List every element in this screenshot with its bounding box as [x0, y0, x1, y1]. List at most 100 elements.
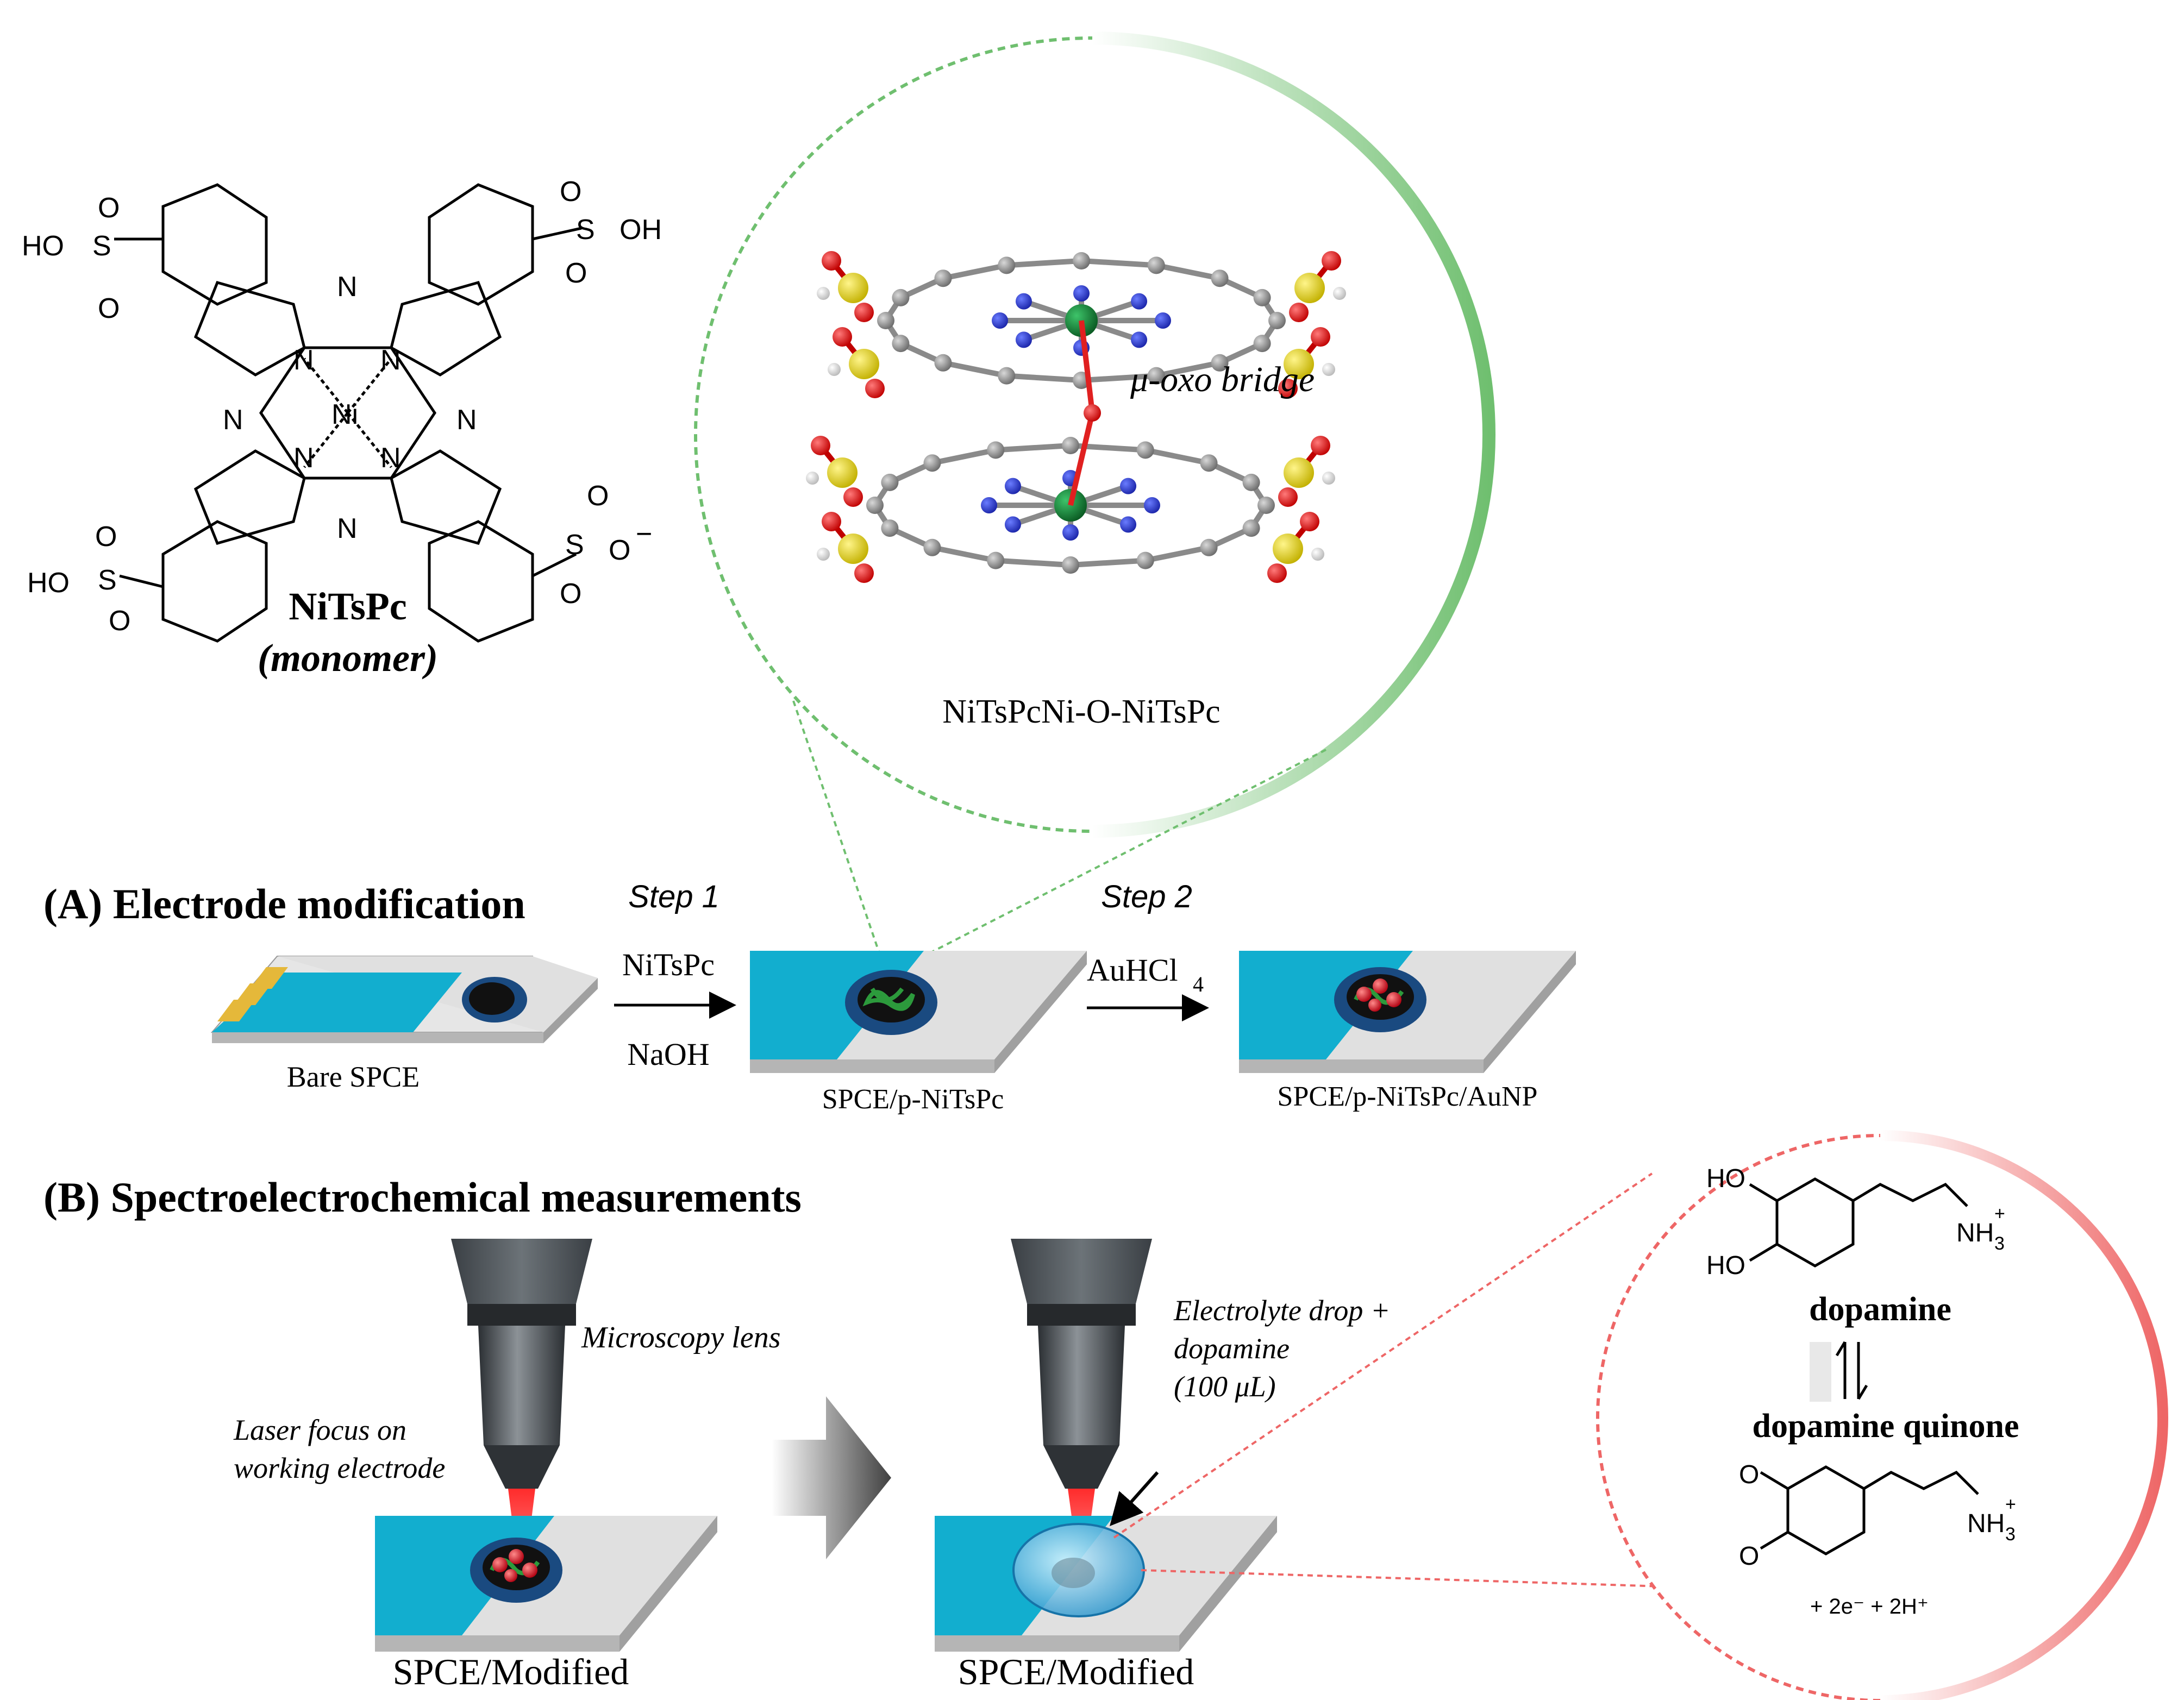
dopamine-ho-2: HO [1706, 1251, 1745, 1280]
spce-p-nitspc-electrode [750, 951, 1087, 1073]
lower-layer-oxygen-atom [1300, 512, 1319, 531]
lower-layer-oxygen-atom [1311, 436, 1330, 455]
mu-oxo-bond-upper [1079, 320, 1095, 413]
upper-layer-oxygen-atom [1289, 303, 1309, 322]
zoom-line-red-lower [1141, 1569, 1663, 1588]
dopamine-nh3: NH [1956, 1219, 1994, 1247]
upper-layer-carbon-atom [1147, 367, 1165, 385]
upper-layer-oxygen-atom [1322, 251, 1341, 271]
monomer-ni-center: Ni [331, 399, 358, 430]
dopamine-quinone-label: dopamine quinone [1752, 1408, 2019, 1445]
upper-layer-carbon-atom [998, 367, 1016, 385]
lower-layer-oxygen-atom [822, 512, 841, 531]
upper-layer-nitrogen-atom [1131, 293, 1148, 310]
upper-layer-sulfur-atom [838, 273, 868, 303]
lower-layer-oxygen-atom [1278, 487, 1298, 507]
monomer-n-2: N [293, 344, 314, 376]
isoindole-top-left [193, 280, 306, 377]
electrolyte-drop-label-line1: Electrolyte drop + [1173, 1294, 1390, 1327]
upper-layer-carbon-atom [1147, 256, 1165, 274]
lower-layer-nitrogen-atom [1062, 524, 1079, 541]
monomer-o-top-right-b: O [565, 258, 587, 289]
dopamine-structure [1749, 1177, 1968, 1268]
monomer-n-7: N [380, 442, 401, 474]
upper-layer-carbon-bond [1081, 258, 1157, 268]
upper-layer-carbon-atom [1253, 288, 1271, 306]
monomer-o-bottom-right-c: O [609, 535, 630, 566]
upper-layer-carbon-atom [1073, 252, 1090, 269]
dimer-inset [694, 32, 1495, 838]
monomer-o-bottom-left-a: O [95, 521, 117, 553]
upper-layer-nitrogen-atom [1131, 331, 1148, 348]
dopamine-nh3-charge: + [1994, 1203, 2005, 1224]
lower-layer-hydrogen-atom [1322, 472, 1335, 485]
upper-layer-carbon-atom [1211, 269, 1229, 287]
upper-layer-oxygen-atom [1278, 379, 1298, 398]
lower-layer-hydrogen-atom [817, 548, 830, 561]
lower-layer-carbon-bond [931, 447, 997, 466]
lower-layer-carbon-bond [1144, 447, 1210, 466]
monomer-name: NiTsPc [289, 585, 406, 628]
dopamine-nh3-subscript: 3 [1994, 1233, 2005, 1254]
upper-layer-hydrogen-atom [828, 363, 841, 376]
upper-layer-carbon-bond [1155, 360, 1221, 379]
lower-layer-nitrogen-atom [1144, 497, 1160, 513]
lower-layer-oxygen-atom [843, 487, 863, 507]
upper-layer-sulfur-atom [849, 349, 879, 379]
spce-modified-caption-left: SPCE/Modified [393, 1651, 629, 1692]
zoom-line-green-right [912, 749, 1326, 963]
lower-layer-nitrogen-atom [1120, 478, 1137, 494]
upper-layer-nitrogen-atom [1073, 285, 1090, 302]
section-b-title: (B) Spectroelectrochemical measurements [43, 1174, 802, 1221]
lower-layer-oxygen-atom [811, 436, 830, 455]
upper-layer-hydrogen-atom [1333, 287, 1346, 300]
upper-layer-carbon-bond [942, 360, 1007, 379]
lower-layer-hydrogen-atom [1311, 548, 1324, 561]
upper-layer-oxygen-atom [1311, 327, 1330, 347]
dopamine-inset [1596, 1130, 2168, 1700]
upper-layer-carbon-bond [1081, 373, 1157, 383]
spce-p-nitspc-aunp-label: SPCE/p-NiTsPc/AuNP [1278, 1081, 1538, 1112]
spce-p-nitspc-aunp-electrode [1239, 951, 1576, 1073]
upper-layer-carbon-atom [1268, 312, 1286, 329]
quinone-nh3-subscript: 3 [2005, 1524, 2016, 1545]
spce-modified-electrode-left [375, 1516, 717, 1652]
lower-layer-carbon-atom [1136, 551, 1154, 569]
benzene-top-right [428, 183, 534, 306]
lower-layer-carbon-atom [987, 551, 1005, 569]
lower-layer-oxygen-atom [1267, 563, 1287, 583]
upper-layer-oxygen-atom [822, 251, 841, 271]
dimer-inset-shadow-ring [1092, 32, 1495, 838]
lower-layer-carbon-atom [1136, 441, 1154, 459]
equilibrium-arrows [1810, 1341, 1868, 1402]
mu-oxo-bridge-label: μ-oxo bridge [1130, 360, 1315, 399]
lower-layer-carbon-bond [995, 443, 1071, 453]
lower-layer-carbon-atom [923, 454, 941, 472]
upper-layer-carbon-atom [998, 256, 1016, 274]
monomer-ho-top-left: HO [22, 230, 64, 262]
step2-reagent-subscript: 4 [1193, 972, 1204, 996]
upper-layer-oxygen-atom [865, 379, 885, 398]
dimer-caption: NiTsPcNi-O-NiTsPc [942, 693, 1220, 730]
isoindole-bottom-left [193, 449, 306, 545]
monomer-s-top-left: S [92, 230, 111, 262]
lower-layer-carbon-atom [1242, 473, 1260, 491]
upper-layer-carbon-bond [1155, 262, 1221, 281]
zoom-line-red-upper [1113, 1172, 1653, 1539]
lower-layer-nitrogen-atom [981, 497, 997, 513]
upper-layer-carbon-atom [892, 288, 910, 306]
bridging-oxygen-atom [1084, 404, 1101, 422]
upper-layer-hydrogen-atom [817, 287, 830, 300]
benzene-bottom-left [161, 520, 268, 643]
lower-layer-carbon-bond [995, 557, 1071, 568]
lower-layer-carbon-atom [1200, 454, 1218, 472]
quinone-o-1: O [1739, 1460, 1759, 1489]
upper-layer-carbon-bond [1006, 373, 1082, 383]
upper-layer-nitrogen-atom [1015, 293, 1032, 310]
upper-layer-carbon-bond [942, 262, 1007, 281]
upper-layer-carbon-bond [1006, 258, 1082, 268]
lower-layer-nitrogen-atom [1120, 516, 1137, 533]
laser-focus-label-line1: Laser focus on [233, 1414, 406, 1446]
monomer-ho-bottom-left: HO [27, 567, 70, 599]
